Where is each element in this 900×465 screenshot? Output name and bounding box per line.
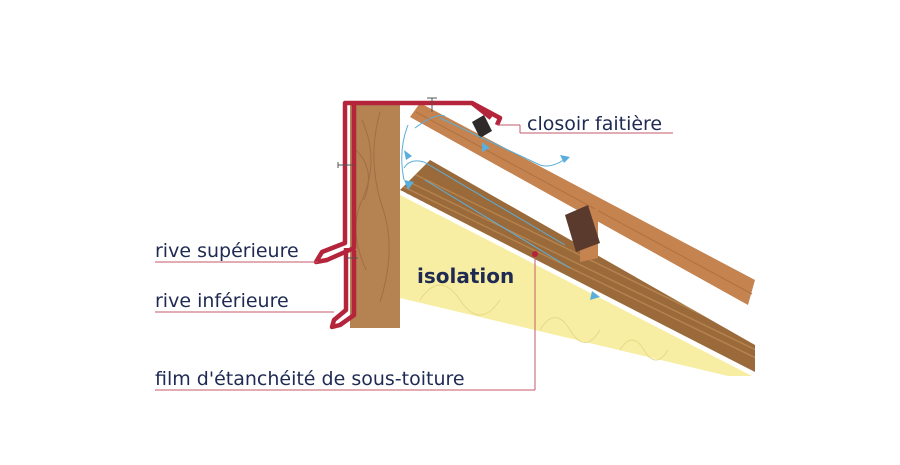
leader-lines	[155, 124, 673, 391]
label-rive-superieure: rive supérieure	[155, 240, 299, 262]
membrane-line	[401, 191, 753, 375]
airflow-arrowheads	[404, 142, 600, 300]
batten-block	[565, 205, 600, 252]
membrane-marker	[532, 251, 538, 257]
lower-rafter	[400, 160, 755, 372]
upper-roof-panel	[410, 103, 755, 305]
label-isolation: isolation	[417, 264, 514, 288]
insulation-layer	[400, 195, 752, 376]
airflow-arrows	[401, 115, 571, 269]
rive-lower-flashing	[329, 248, 357, 330]
label-film-etancheite: film d'étanchéité de sous-toiture	[155, 368, 465, 390]
closure-block	[472, 115, 492, 138]
insulation-texture	[419, 284, 669, 361]
label-closoir-faitiere: closoir faitière	[527, 113, 662, 135]
label-rive-inferieure: rive inférieure	[155, 290, 289, 312]
fasteners	[337, 97, 437, 259]
